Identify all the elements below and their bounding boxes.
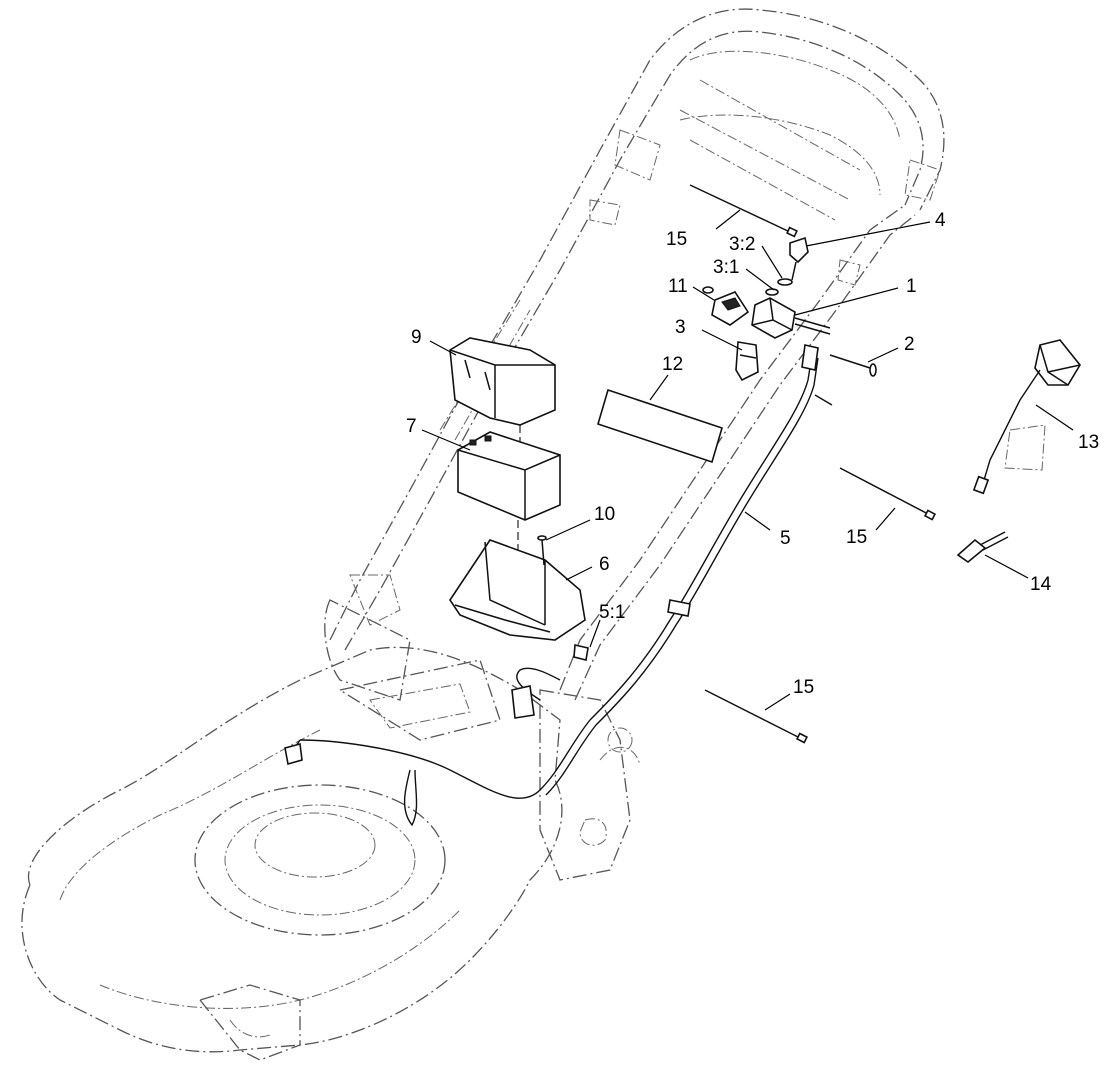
- leader-lines: [421, 209, 1074, 711]
- callout-10: 10: [594, 504, 615, 525]
- callout-5-1: 5:1: [599, 602, 625, 623]
- cable-tie-bottom: [704, 689, 809, 744]
- mower-deck-phantom: [21, 646, 563, 1061]
- cable-tie-top: [689, 184, 798, 238]
- adapter-14: [956, 531, 1009, 564]
- callout-2: 2: [904, 334, 915, 355]
- callout-1: 1: [906, 276, 917, 297]
- callout-3: 3: [675, 317, 686, 338]
- decal-11: [702, 286, 750, 326]
- callout-15-top: 15: [666, 229, 687, 250]
- callout-7: 7: [406, 416, 417, 437]
- callout-15-bottom: 15: [793, 677, 814, 698]
- wiring-harness: [284, 344, 833, 827]
- washers: [765, 278, 793, 296]
- connector: [573, 644, 589, 661]
- callout-labels: 1 2 3 3:1 3:2 4 5 5:1 6 7 9 10 11 12 13 …: [406, 210, 1099, 698]
- decal-12: [597, 388, 723, 464]
- battery-cover: [449, 337, 556, 426]
- cable-tie-middle: [839, 467, 937, 521]
- screw: [537, 535, 547, 566]
- key: [789, 236, 809, 281]
- callout-5: 5: [780, 528, 791, 549]
- callout-9: 9: [411, 327, 422, 348]
- callout-4: 4: [935, 210, 946, 231]
- callout-13: 13: [1078, 432, 1099, 453]
- callout-14: 14: [1030, 574, 1052, 595]
- callout-6: 6: [599, 554, 610, 575]
- handle-frame-phantom: [324, 8, 945, 881]
- callout-3-1: 3:1: [713, 257, 739, 278]
- key-switch-housing: [751, 297, 831, 339]
- callout-3-2: 3:2: [729, 234, 755, 255]
- battery: [457, 431, 561, 521]
- callout-15-middle: 15: [846, 527, 867, 548]
- callout-11: 11: [668, 276, 688, 297]
- callout-12: 12: [662, 354, 683, 375]
- charger: [972, 339, 1081, 495]
- battery-tray: [449, 539, 586, 641]
- switch: [735, 341, 759, 382]
- bolt: [829, 354, 877, 377]
